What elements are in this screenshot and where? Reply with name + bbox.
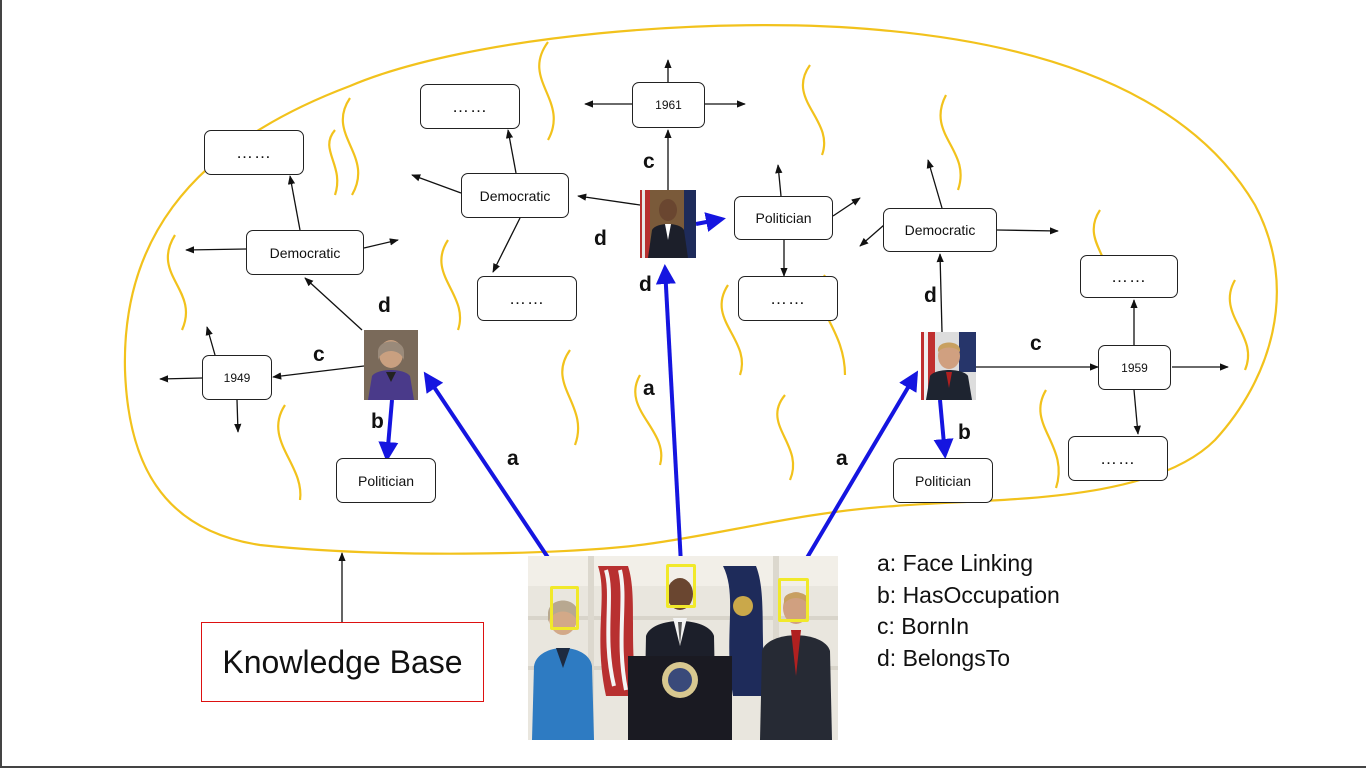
node-democratic: Democratic: [461, 173, 569, 218]
group-photo: [528, 556, 838, 740]
node-placeholder: ……: [204, 130, 304, 175]
edge-label-c: c: [1030, 332, 1042, 355]
node-placeholder: ……: [477, 276, 577, 321]
edge-label-c: c: [313, 343, 325, 366]
legend: a: Face Linking b: HasOccupation c: Born…: [877, 548, 1060, 674]
edge-label-d: d: [639, 273, 652, 296]
legend-item: d: BelongsTo: [877, 644, 1010, 671]
node-politician: Politician: [893, 458, 993, 503]
knowledge-base-boundary: [123, 24, 1278, 555]
node-placeholder: ……: [1080, 255, 1178, 298]
entity-portrait-center: [640, 190, 696, 258]
edge-label-d: d: [924, 284, 937, 307]
face-box-right: [778, 578, 809, 622]
legend-item: c: BornIn: [877, 613, 970, 639]
entity-portrait-left: [364, 330, 418, 400]
edge-label-c: c: [643, 150, 655, 173]
face-box-left: [550, 586, 579, 630]
legend-item: b: HasOccupation: [877, 581, 1060, 608]
edge-label-d: d: [378, 294, 391, 317]
knowledge-base-label: Knowledge Base: [201, 622, 484, 702]
node-year-1959: 1959: [1098, 345, 1171, 390]
node-politician: Politician: [336, 458, 436, 503]
edge-label-a: a: [507, 447, 519, 470]
edge-label-a: a: [836, 447, 848, 470]
legend-item: a: Face Linking: [877, 550, 1033, 576]
node-placeholder: ……: [1068, 436, 1168, 481]
edge-label-a: a: [643, 377, 655, 400]
node-democratic: Democratic: [883, 208, 997, 252]
edge-label-b: b: [958, 421, 971, 444]
node-democratic: Democratic: [246, 230, 364, 275]
link-arrows: [378, 212, 954, 588]
node-year-1949: 1949: [202, 355, 272, 400]
node-year-1961: 1961: [632, 82, 705, 128]
node-politician: Politician: [734, 196, 833, 240]
edge-label-d: d: [594, 227, 607, 250]
node-placeholder: ……: [420, 84, 520, 129]
face-box-center: [666, 564, 696, 608]
entity-portrait-right: [921, 332, 976, 400]
relation-edges: [159, 59, 1229, 622]
node-placeholder: ……: [738, 276, 838, 321]
edge-label-b: b: [371, 410, 384, 433]
